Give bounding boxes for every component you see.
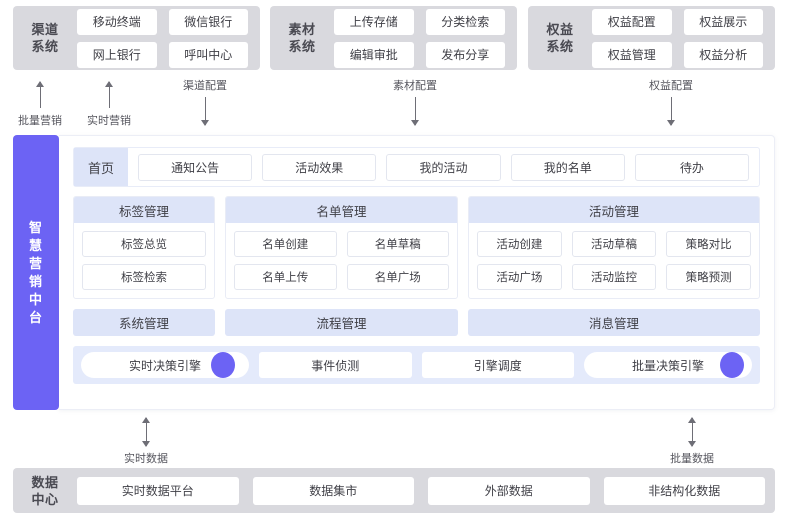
arrow-batch-marketing: 批量营销 bbox=[10, 82, 70, 128]
arrow-batch-data-line bbox=[691, 418, 693, 446]
system-group-channel-items: 移动终端 微信银行 网上银行 呼叫中心 bbox=[67, 1, 250, 76]
platform-panel: 首页 通知公告 活动效果 我的活动 我的名单 待办 标签管理 标签总览 标签检索 bbox=[59, 135, 775, 410]
system-group-material: 素材 系统 上传存储 分类检索 编辑审批 发布分享 bbox=[270, 6, 517, 70]
engine-scheduling[interactable]: 引擎调度 bbox=[421, 352, 575, 378]
tab-notice-announcement[interactable]: 通知公告 bbox=[138, 153, 253, 181]
engine-realtime-decision[interactable]: 实时决策引擎 bbox=[81, 352, 249, 378]
btn-tag-overview[interactable]: 标签总览 bbox=[82, 231, 206, 257]
chip-rights-analysis[interactable]: 权益分析 bbox=[683, 41, 763, 68]
system-group-channel-label: 渠道 系统 bbox=[31, 22, 59, 54]
data-center-items: 实时数据平台 数据集市 外部数据 非结构化数据 bbox=[67, 476, 765, 505]
btn-strategy-compare[interactable]: 策略对比 bbox=[666, 231, 751, 257]
card-list-management-body: 名单创建 名单草稿 名单上传 名单广场 bbox=[226, 223, 457, 298]
tab-campaign-effect[interactable]: 活动效果 bbox=[262, 153, 377, 181]
card-campaign-management-body: 活动创建 活动草稿 策略对比 活动广场 活动监控 策略预测 bbox=[469, 223, 759, 298]
card-message-management[interactable]: 消息管理 bbox=[468, 309, 760, 336]
arrow-rights-config-label: 权益配置 bbox=[649, 80, 693, 92]
btn-list-draft[interactable]: 名单草稿 bbox=[346, 231, 449, 257]
engine-batch-decision[interactable]: 批量决策引擎 bbox=[584, 352, 752, 378]
chip-rights-config[interactable]: 权益配置 bbox=[592, 8, 672, 35]
engine-batch-decision-label: 批量决策引擎 bbox=[632, 358, 705, 373]
arrow-batch-data-label: 批量数据 bbox=[670, 453, 714, 465]
card-campaign-management: 活动管理 活动创建 活动草稿 策略对比 活动广场 活动监控 策略预测 bbox=[468, 196, 760, 299]
arrow-batch-marketing-line bbox=[39, 82, 41, 108]
btn-strategy-forecast[interactable]: 策略预测 bbox=[666, 264, 751, 290]
platform-tab-row: 首页 通知公告 活动效果 我的活动 我的名单 待办 bbox=[73, 147, 760, 187]
arrow-realtime-data-line bbox=[145, 418, 147, 446]
chip-upload-storage[interactable]: 上传存储 bbox=[334, 8, 414, 35]
card-campaign-management-title: 活动管理 bbox=[469, 197, 759, 223]
flat-card-row: 系统管理 流程管理 消息管理 bbox=[73, 309, 760, 336]
engine-event-detection[interactable]: 事件侦测 bbox=[258, 352, 412, 378]
tab-list: 通知公告 活动效果 我的活动 我的名单 待办 bbox=[128, 153, 759, 181]
chip-unstructured-data[interactable]: 非结构化数据 bbox=[603, 476, 765, 505]
arrow-channel-config: 渠道配置 bbox=[175, 77, 235, 125]
engine-event-detection-label: 事件侦测 bbox=[311, 358, 360, 373]
system-group-rights-items: 权益配置 权益展示 权益管理 权益分析 bbox=[582, 1, 765, 76]
system-group-material-label: 素材 系统 bbox=[288, 22, 316, 54]
arrow-realtime-marketing-label: 实时营销 bbox=[87, 115, 131, 127]
data-center-label: 数据 中心 bbox=[31, 474, 59, 507]
arrow-channel-config-line bbox=[204, 97, 206, 125]
engine-scheduling-label: 引擎调度 bbox=[473, 358, 522, 373]
btn-tag-search[interactable]: 标签检索 bbox=[82, 264, 206, 290]
engine-row: 实时决策引擎 事件侦测 引擎调度 批量决策引擎 bbox=[73, 346, 760, 384]
system-group-rights: 权益 系统 权益配置 权益展示 权益管理 权益分析 bbox=[528, 6, 775, 70]
arrow-realtime-marketing: 实时营销 bbox=[79, 82, 139, 128]
platform-rail: 智慧营销中台 bbox=[13, 135, 59, 410]
chip-call-center[interactable]: 呼叫中心 bbox=[168, 41, 248, 68]
chip-rights-manage[interactable]: 权益管理 bbox=[592, 41, 672, 68]
arrow-material-config: 素材配置 bbox=[385, 77, 445, 125]
arrow-realtime-marketing-line bbox=[108, 82, 110, 108]
chip-external-data[interactable]: 外部数据 bbox=[428, 476, 590, 505]
module-card-row: 标签管理 标签总览 标签检索 名单管理 名单创建 名单草稿 名单上传 名单广场 bbox=[73, 196, 760, 299]
arrow-channel-config-label: 渠道配置 bbox=[183, 80, 227, 92]
arrow-batch-marketing-label: 批量营销 bbox=[18, 115, 62, 127]
btn-campaign-draft[interactable]: 活动草稿 bbox=[571, 231, 657, 257]
data-center-group: 数据 中心 实时数据平台 数据集市 外部数据 非结构化数据 bbox=[13, 468, 775, 513]
btn-list-square[interactable]: 名单广场 bbox=[346, 264, 449, 290]
chip-mobile-terminal[interactable]: 移动终端 bbox=[77, 8, 157, 35]
chip-realtime-data-platform[interactable]: 实时数据平台 bbox=[77, 476, 239, 505]
card-tag-management-title: 标签管理 bbox=[74, 197, 214, 223]
chip-online-bank[interactable]: 网上银行 bbox=[77, 41, 157, 68]
platform-rail-title: 智慧营销中台 bbox=[28, 219, 43, 325]
arrow-realtime-data-label: 实时数据 bbox=[124, 453, 168, 465]
chip-category-search[interactable]: 分类检索 bbox=[425, 8, 505, 35]
tab-my-lists[interactable]: 我的名单 bbox=[510, 153, 625, 181]
btn-list-create[interactable]: 名单创建 bbox=[234, 231, 337, 257]
arrow-realtime-data: 实时数据 bbox=[116, 418, 176, 466]
card-list-management: 名单管理 名单创建 名单草稿 名单上传 名单广场 bbox=[225, 196, 458, 299]
system-group-material-items: 上传存储 分类检索 编辑审批 发布分享 bbox=[324, 1, 507, 76]
btn-campaign-create[interactable]: 活动创建 bbox=[477, 231, 562, 257]
card-process-management[interactable]: 流程管理 bbox=[225, 309, 458, 336]
engine-realtime-decision-label: 实时决策引擎 bbox=[128, 358, 201, 373]
arrow-rights-config-line bbox=[670, 97, 672, 125]
card-system-management[interactable]: 系统管理 bbox=[73, 309, 215, 336]
arrow-material-config-label: 素材配置 bbox=[393, 80, 437, 92]
chip-publish-share[interactable]: 发布分享 bbox=[425, 41, 505, 68]
tab-home[interactable]: 首页 bbox=[74, 148, 128, 186]
engine-realtime-decision-dot-icon bbox=[210, 352, 235, 378]
card-list-management-title: 名单管理 bbox=[226, 197, 457, 223]
system-group-rights-label: 权益 系统 bbox=[546, 22, 574, 54]
chip-wechat-bank[interactable]: 微信银行 bbox=[168, 8, 248, 35]
chip-rights-display[interactable]: 权益展示 bbox=[683, 8, 763, 35]
arrow-rights-config: 权益配置 bbox=[641, 77, 701, 125]
btn-campaign-square[interactable]: 活动广场 bbox=[477, 264, 562, 290]
chip-data-mart[interactable]: 数据集市 bbox=[252, 476, 414, 505]
arrow-batch-data: 批量数据 bbox=[662, 418, 722, 466]
chip-edit-approval[interactable]: 编辑审批 bbox=[334, 41, 414, 68]
smart-marketing-platform: 智慧营销中台 首页 通知公告 活动效果 我的活动 我的名单 待办 标签管理 bbox=[13, 135, 775, 410]
arrow-material-config-line bbox=[414, 97, 416, 125]
engine-batch-decision-dot-icon bbox=[720, 352, 744, 378]
card-tag-management-body: 标签总览 标签检索 bbox=[74, 223, 214, 298]
btn-list-upload[interactable]: 名单上传 bbox=[234, 264, 337, 290]
tab-my-campaigns[interactable]: 我的活动 bbox=[386, 153, 501, 181]
btn-campaign-monitor[interactable]: 活动监控 bbox=[571, 264, 657, 290]
tab-todo[interactable]: 待办 bbox=[634, 153, 750, 181]
system-group-channel: 渠道 系统 移动终端 微信银行 网上银行 呼叫中心 bbox=[13, 6, 260, 70]
card-tag-management: 标签管理 标签总览 标签检索 bbox=[73, 196, 215, 299]
